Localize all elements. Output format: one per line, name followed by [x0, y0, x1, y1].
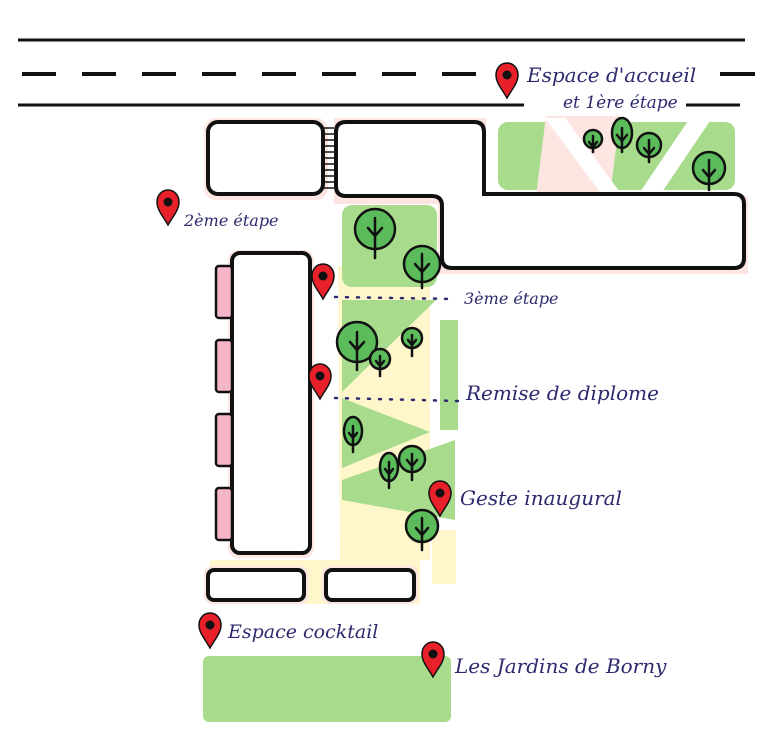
- location-pin-icon: [495, 62, 519, 100]
- label-espace-cocktail: Espace cocktail: [227, 621, 378, 643]
- location-pin-icon: [308, 363, 332, 401]
- trees: [335, 116, 727, 552]
- building-south-2: [324, 568, 416, 602]
- lawn-strip-3: [342, 398, 430, 468]
- label-geste-inaugural: Geste inaugural: [460, 486, 622, 510]
- pink-annex-1: [214, 264, 234, 320]
- building-west: [206, 120, 325, 196]
- labels: Espace d'accueil et 1ère étape 2ème étap…: [183, 62, 696, 678]
- tree-icon: [335, 320, 379, 372]
- tree-icon: [378, 451, 400, 490]
- location-pin-icon: [428, 480, 452, 518]
- pink-annex-4: [214, 486, 234, 542]
- tree-icon: [635, 131, 663, 164]
- tree-icon: [353, 207, 397, 260]
- tree-icon: [582, 128, 604, 154]
- label-remise-de-diplome: Remise de diplome: [465, 381, 659, 405]
- tree-icon: [404, 508, 440, 552]
- lawns: [203, 116, 735, 722]
- pedestrian-crossing: [322, 127, 336, 189]
- location-pin-icon: [198, 612, 222, 650]
- tree-icon: [397, 444, 427, 482]
- tree-icon: [368, 347, 392, 378]
- tree-icon: [402, 244, 442, 290]
- building-main: [230, 251, 312, 555]
- label-troisieme-etape: 3ème étape: [464, 289, 559, 308]
- location-pin-icon: [421, 641, 445, 679]
- leader-lines: [333, 295, 460, 403]
- lawn-strip-4: [342, 440, 455, 520]
- label-premiere-etape: et 1ère étape: [563, 93, 678, 113]
- location-pins: [156, 62, 519, 679]
- pink-annex-3: [214, 412, 234, 468]
- location-pin-icon: [311, 263, 335, 301]
- building-south-1: [206, 568, 306, 602]
- tree-icon: [342, 415, 364, 454]
- lawn-strip-2: [440, 320, 458, 430]
- tree-icon: [610, 116, 634, 154]
- buildings: [204, 118, 748, 604]
- tree-icon: [400, 326, 424, 358]
- label-espace-accueil: Espace d'accueil: [526, 63, 696, 87]
- tree-icon: [691, 150, 727, 192]
- label-jardins-de-borny: Les Jardins de Borny: [454, 654, 667, 678]
- label-deuxieme-etape: 2ème étape: [183, 211, 279, 230]
- building-l-shaped: [334, 120, 746, 270]
- location-pin-icon: [156, 189, 180, 227]
- pink-annex-2: [214, 338, 234, 394]
- lawn-jardins-de-borny: [203, 656, 451, 722]
